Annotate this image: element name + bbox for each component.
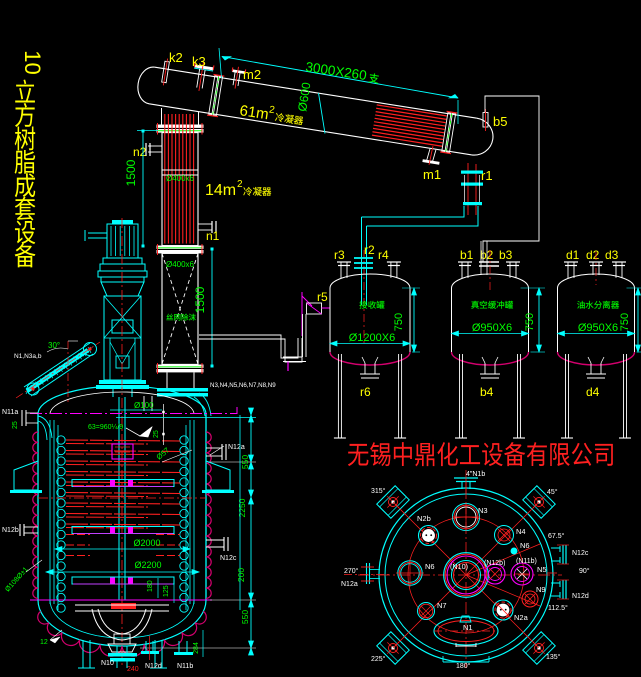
svg-text:284: 284 [193, 642, 200, 654]
svg-text:Ø1200X6: Ø1200X6 [349, 332, 395, 344]
svg-text:550: 550 [240, 455, 250, 469]
svg-text:N5: N5 [537, 565, 547, 574]
svg-text:r6: r6 [360, 385, 371, 399]
svg-text:2: 2 [237, 179, 243, 190]
svg-text:750: 750 [524, 313, 536, 331]
svg-text:N11b: N11b [177, 663, 193, 670]
svg-text:240: 240 [127, 666, 139, 672]
svg-text:2250: 2250 [237, 498, 247, 517]
svg-text:d1: d1 [566, 248, 580, 262]
svg-text:135°: 135° [546, 653, 561, 661]
svg-text:N6: N6 [425, 562, 435, 571]
svg-text:Ø600: Ø600 [295, 81, 313, 113]
svg-text:550: 550 [240, 610, 250, 624]
svg-text:N10: N10 [101, 660, 114, 667]
svg-text:r4: r4 [378, 248, 389, 262]
svg-text:61m: 61m [238, 102, 269, 123]
svg-text:N12b: N12b [2, 527, 19, 534]
svg-text:Ø2000: Ø2000 [133, 538, 160, 548]
svg-text:N1: N1 [463, 623, 473, 632]
svg-text:b5: b5 [493, 114, 507, 129]
svg-text:Ø2200: Ø2200 [134, 560, 161, 570]
svg-text:180: 180 [147, 580, 154, 592]
svg-text:Ø950X6: Ø950X6 [578, 322, 618, 334]
svg-text:N2a: N2a [514, 613, 529, 622]
svg-text:b4: b4 [480, 385, 494, 399]
svg-text:Ø950X6: Ø950X6 [472, 322, 512, 334]
svg-text:m2: m2 [243, 67, 261, 82]
svg-text:14m: 14m [205, 182, 236, 199]
svg-text:N4: N4 [516, 527, 526, 536]
svg-text:n1: n1 [206, 229, 220, 243]
svg-text:N3,N4,N5,N6,N7,N8,N9: N3,N4,N5,N6,N7,N8,N9 [210, 382, 276, 389]
svg-text:315°: 315° [371, 487, 386, 495]
svg-text:k3: k3 [192, 54, 206, 69]
svg-text:k2: k2 [169, 50, 183, 65]
svg-text:63=960¼/9: 63=960¼/9 [88, 424, 123, 431]
svg-text:N12d: N12d [145, 663, 162, 670]
svg-text:125: 125 [163, 585, 170, 597]
svg-text:180°: 180° [456, 662, 471, 670]
svg-text:2: 2 [268, 104, 276, 116]
svg-text:N12d: N12d [572, 593, 589, 600]
svg-text:1500: 1500 [193, 286, 207, 313]
svg-text:750: 750 [619, 313, 631, 331]
svg-text:r1: r1 [481, 168, 493, 183]
svg-text:(N11b): (N11b) [516, 558, 537, 565]
svg-text:b1: b1 [460, 248, 474, 262]
svg-text:N7: N7 [437, 601, 447, 610]
svg-text:N2b: N2b [417, 514, 431, 523]
svg-text:d4: d4 [586, 385, 600, 399]
svg-text:12: 12 [40, 639, 48, 646]
svg-text:N12a: N12a [341, 581, 358, 588]
svg-text:90°: 90° [579, 567, 590, 575]
svg-text:45°: 45° [547, 488, 558, 496]
svg-text:d2: d2 [586, 248, 600, 262]
svg-text:Ø400x6: Ø400x6 [166, 174, 195, 183]
svg-text:r5: r5 [317, 290, 328, 304]
svg-text:N9: N9 [536, 585, 546, 594]
svg-text:1500: 1500 [124, 159, 138, 186]
svg-text:(N10): (N10) [450, 562, 468, 571]
svg-text:b3: b3 [499, 248, 513, 262]
svg-text:N12a: N12a [228, 444, 245, 451]
svg-text:N6: N6 [520, 541, 530, 550]
svg-text:10: 10 [20, 50, 45, 74]
svg-text:N3: N3 [478, 506, 488, 515]
svg-text:(N12b): (N12b) [484, 560, 505, 567]
svg-text:25: 25 [12, 421, 19, 429]
svg-text:67.5°: 67.5° [548, 532, 565, 540]
svg-text:225°: 225° [371, 655, 386, 663]
svg-text:25: 25 [153, 430, 160, 438]
svg-text:d3: d3 [605, 248, 619, 262]
svg-text:N12c: N12c [572, 550, 589, 557]
svg-text:r2: r2 [364, 243, 375, 257]
svg-text:Ø400x6: Ø400x6 [166, 260, 195, 269]
svg-text:N1,N3a,b: N1,N3a,b [14, 353, 42, 360]
svg-text:N11a: N11a [2, 409, 18, 416]
svg-text:270°: 270° [344, 567, 359, 575]
svg-text:750: 750 [393, 313, 405, 331]
svg-text:r3: r3 [334, 248, 345, 262]
svg-text:Ø100: Ø100 [134, 401, 154, 410]
svg-text:112.5°: 112.5° [548, 604, 568, 612]
svg-text:m1: m1 [423, 167, 441, 182]
svg-text:200: 200 [236, 568, 246, 582]
svg-text:N12c: N12c [220, 555, 237, 562]
svg-text:4"N1b: 4"N1b [466, 471, 485, 478]
svg-text:n2: n2 [133, 145, 147, 159]
svg-text:30°: 30° [48, 341, 60, 350]
